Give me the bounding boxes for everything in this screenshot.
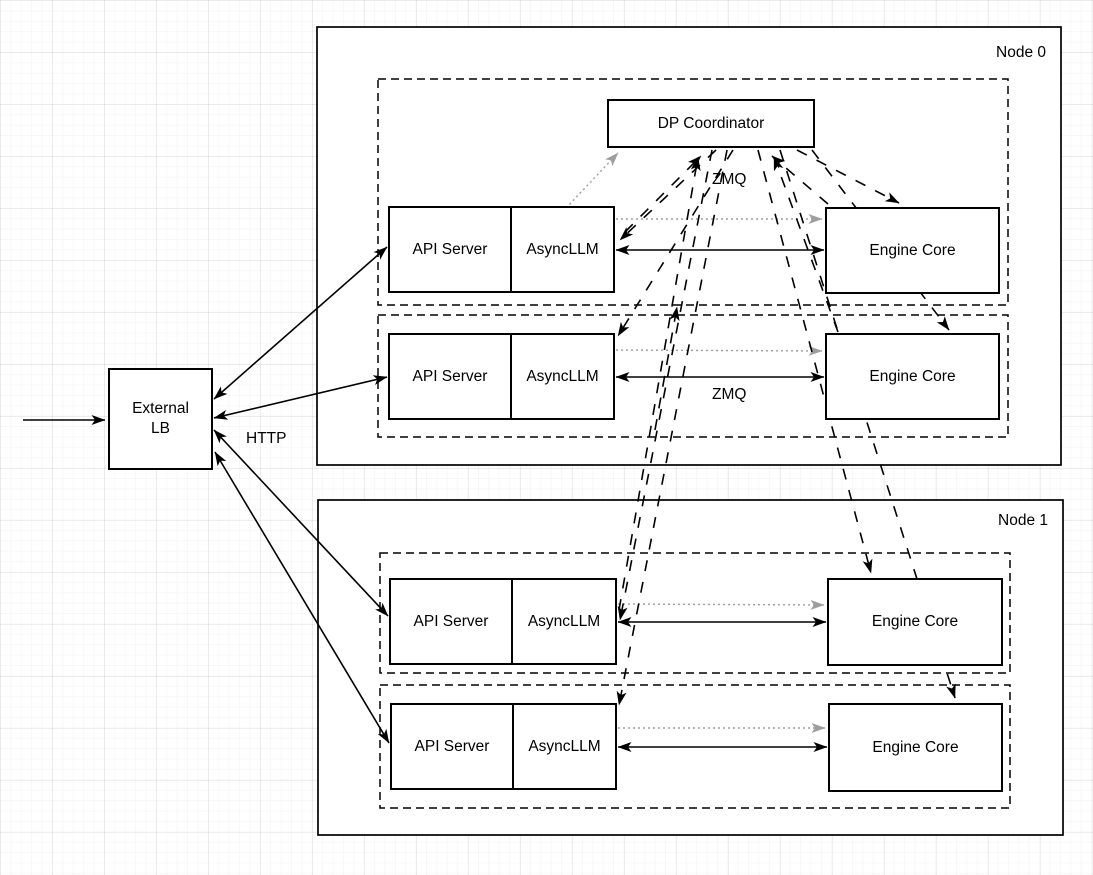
worker-group-n1r2 xyxy=(379,684,1011,809)
edge-asyncllm-n1r1-to-coord xyxy=(618,156,701,611)
node0-label: Node 0 xyxy=(996,44,1046,61)
engine-core-box-n0r1: Engine Core xyxy=(825,207,1000,294)
engine-core-label: Engine Core xyxy=(871,613,959,630)
edge-coord-to-asyncllm-n1r2 xyxy=(616,149,728,706)
edge-coord-to-asyncllm-n1r1 xyxy=(617,149,713,621)
asyncllm-cell: AsyncLLM xyxy=(526,240,599,258)
edge-lines xyxy=(23,149,956,752)
apiserver-asyncllm-box-n0r1: API Server AsyncLLM xyxy=(388,206,615,293)
worker-group-n1r1 xyxy=(379,552,1011,674)
dp-coordinator-box: DP Coordinator xyxy=(607,99,815,148)
api-server-cell: API Server xyxy=(390,208,512,291)
edge-coord-to-engine-n1r1 xyxy=(757,149,873,574)
edge-lb-api-n1r2 xyxy=(214,451,390,744)
apiserver-asyncllm-box-n1r2: API Server AsyncLLM xyxy=(390,703,617,790)
api-server-cell: API Server xyxy=(390,335,512,418)
engine-core-box-n1r1: Engine Core xyxy=(827,578,1003,666)
edge-engine-n0r2-to-coord xyxy=(773,156,839,333)
external-lb-box: External LB xyxy=(108,368,213,470)
dp-coordinator-label: DP Coordinator xyxy=(657,114,765,132)
edge-coord-to-engine-n0r1 xyxy=(796,149,900,204)
zmq-label-top: ZMQ xyxy=(712,171,747,188)
engine-core-box-n0r2: Engine Core xyxy=(825,333,1000,420)
engine-core-label: Engine Core xyxy=(869,241,956,259)
engine-core-label: Engine Core xyxy=(872,738,959,756)
edge-asyncllm-n0r1-to-coord xyxy=(624,155,702,233)
apiserver-asyncllm-box-n0r2: API Server AsyncLLM xyxy=(388,333,615,420)
api-server-cell: API Server xyxy=(391,580,513,663)
external-lb-label: External LB xyxy=(132,400,189,437)
engine-core-box-n1r2: Engine Core xyxy=(828,703,1003,792)
http-label: HTTP xyxy=(246,430,287,447)
edge-asyncllm-engine-dotted-n1r1 xyxy=(617,599,825,610)
apiserver-asyncllm-box-n1r1: API Server AsyncLLM xyxy=(389,578,617,665)
engine-core-label: Engine Core xyxy=(869,367,956,385)
edge-asyncllm-engine-dotted-n0r2 xyxy=(615,345,823,356)
edge-coord-to-engine-n1r2 xyxy=(779,149,956,699)
edge-lb-api-n0r1 xyxy=(213,246,388,400)
edge-coord-to-asyncllm-n0r2 xyxy=(617,149,734,337)
node1-label: Node 1 xyxy=(998,512,1048,529)
asyncllm-cell: AsyncLLM xyxy=(526,367,599,385)
edge-lb-api-n0r2 xyxy=(213,375,388,420)
asyncllm-cell: AsyncLLM xyxy=(528,737,601,755)
worker-group-n0r1 xyxy=(377,78,1009,306)
asyncllm-cell: AsyncLLM xyxy=(527,612,601,630)
api-server-cell: API Server xyxy=(392,705,514,788)
zmq-label-bottom: ZMQ xyxy=(712,386,747,403)
